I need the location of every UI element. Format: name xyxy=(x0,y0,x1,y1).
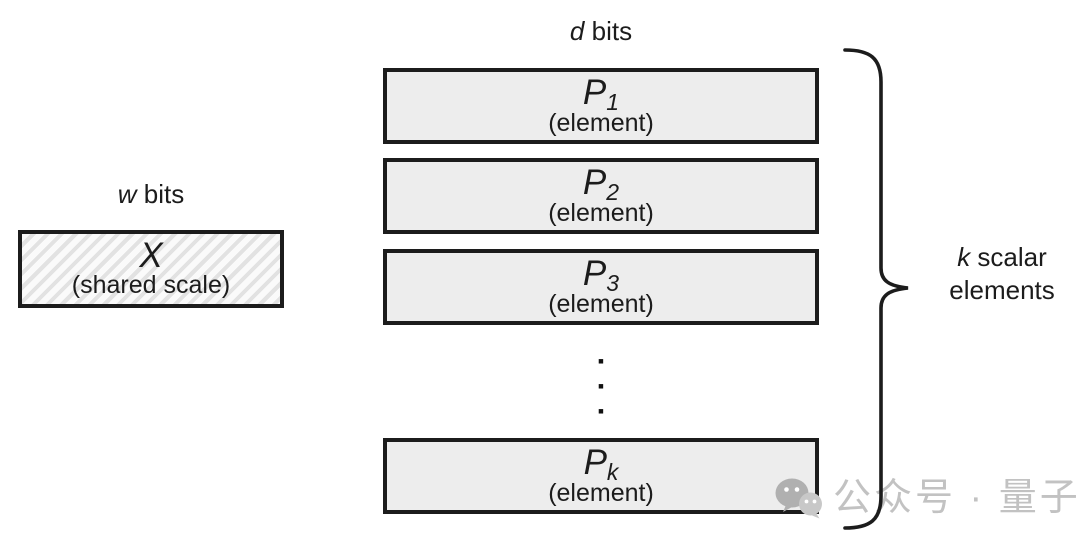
k-label-line1-rest: scalar xyxy=(970,242,1047,272)
shared-scale-box: X (shared scale) xyxy=(18,230,284,308)
symbol-sub-k: k xyxy=(606,458,619,485)
element-caption-p3: (element) xyxy=(548,289,654,318)
d-label-rest: bits xyxy=(584,16,633,46)
element-box-p1: P1 (element) xyxy=(383,68,819,144)
wechat-icon xyxy=(775,478,822,519)
k-label-line1: k scalar xyxy=(922,241,1080,274)
element-box-p3: P3 (element) xyxy=(383,249,819,325)
symbol-p: P xyxy=(582,162,607,202)
k-scalar-elements-label: k scalar elements xyxy=(922,241,1080,307)
scale-symbol-x: X xyxy=(139,236,163,275)
d-bits-label: d bits xyxy=(383,16,819,47)
element-box-p2: P2 (element) xyxy=(383,158,819,234)
watermark-text: 公众号 · 量子位 xyxy=(833,477,1080,519)
ellipsis-dot: ▪ xyxy=(597,376,605,396)
symbol-sub-3: 3 xyxy=(606,269,620,296)
k-variable: k xyxy=(957,242,971,272)
element-symbol-p1: P1 xyxy=(582,72,619,114)
d-variable: d xyxy=(569,16,585,46)
element-symbol-pk: Pk xyxy=(583,442,619,484)
symbol-p: P xyxy=(582,253,607,293)
k-label-line2: elements xyxy=(949,275,1055,305)
symbol-sub-1: 1 xyxy=(606,88,620,115)
element-caption-pk: (element) xyxy=(548,478,654,507)
symbol-sub-2: 2 xyxy=(606,178,620,205)
ellipsis-dot: ▪ xyxy=(597,351,605,371)
ellipsis-dot: ▪ xyxy=(597,401,605,421)
watermark: 公众号 · 量子位 xyxy=(774,476,1080,520)
symbol-p: P xyxy=(583,442,607,482)
element-caption-p1: (element) xyxy=(548,108,654,137)
symbol-p: P xyxy=(582,72,607,112)
w-variable: w xyxy=(117,179,137,209)
element-symbol-p3: P3 xyxy=(582,253,619,295)
element-symbol-p2: P2 xyxy=(582,162,619,204)
vertical-ellipsis: ▪ ▪ ▪ xyxy=(383,349,819,424)
w-bits-label: w bits xyxy=(18,179,284,210)
element-box-pk: Pk (element) xyxy=(383,438,819,514)
element-caption-p2: (element) xyxy=(548,198,654,227)
scale-caption: (shared scale) xyxy=(71,271,231,299)
w-label-rest: bits xyxy=(136,179,185,209)
